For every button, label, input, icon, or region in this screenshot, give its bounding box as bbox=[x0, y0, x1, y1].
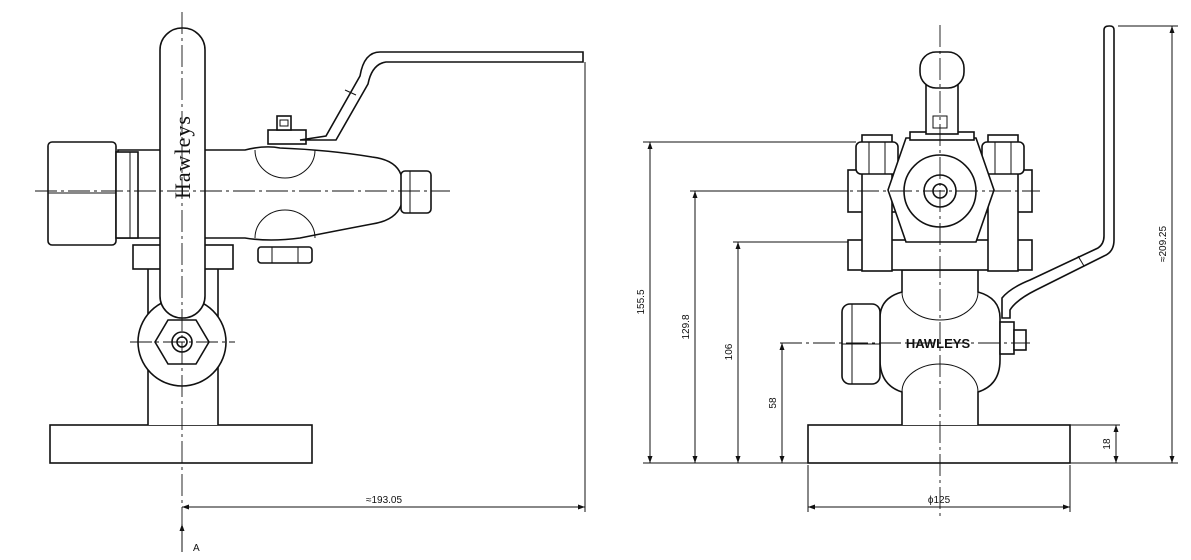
dim-106: 106 bbox=[724, 343, 735, 360]
front-lever bbox=[1001, 25, 1115, 319]
dim-209: ≈209.25 bbox=[1158, 226, 1169, 263]
front-top-stem bbox=[925, 83, 959, 135]
side-union-collar bbox=[115, 151, 139, 239]
section-label: A bbox=[193, 543, 200, 554]
front-view: HAWLEYS 155.5 129.8 106 58 18 ≈209.25 ϕ1… bbox=[636, 25, 1178, 518]
side-bottom-nut bbox=[257, 246, 313, 264]
side-outlet-fitting bbox=[400, 170, 432, 214]
side-ball-arc-bottom bbox=[254, 209, 316, 239]
dim-155: 155.5 bbox=[636, 289, 647, 314]
dim-58: 58 bbox=[768, 397, 779, 409]
side-top-lever bbox=[299, 51, 584, 141]
front-side-bolt bbox=[1013, 329, 1027, 351]
front-side-stem bbox=[999, 321, 1015, 355]
side-stem-gland bbox=[267, 129, 307, 145]
front-top-cap bbox=[919, 51, 965, 89]
dim-129: 129.8 bbox=[681, 314, 692, 339]
front-base-plate bbox=[807, 424, 1071, 464]
dim-18: 18 bbox=[1102, 438, 1113, 450]
side-lever-handle bbox=[159, 27, 206, 319]
dim-125: ϕ125 bbox=[928, 495, 951, 506]
side-ball-arc-top bbox=[254, 149, 316, 179]
front-stud-right-nut bbox=[981, 141, 1025, 175]
side-stem-bolt bbox=[276, 115, 292, 131]
side-view: Hawleys ≈193.05 A bbox=[35, 12, 586, 554]
front-stud-left-nut bbox=[855, 141, 899, 175]
side-width-dim-label: ≈193.05 bbox=[366, 495, 403, 506]
side-brand-text: Hawleys bbox=[170, 115, 195, 199]
side-base-plate bbox=[49, 424, 313, 464]
front-brand-text: HAWLEYS bbox=[906, 336, 971, 351]
